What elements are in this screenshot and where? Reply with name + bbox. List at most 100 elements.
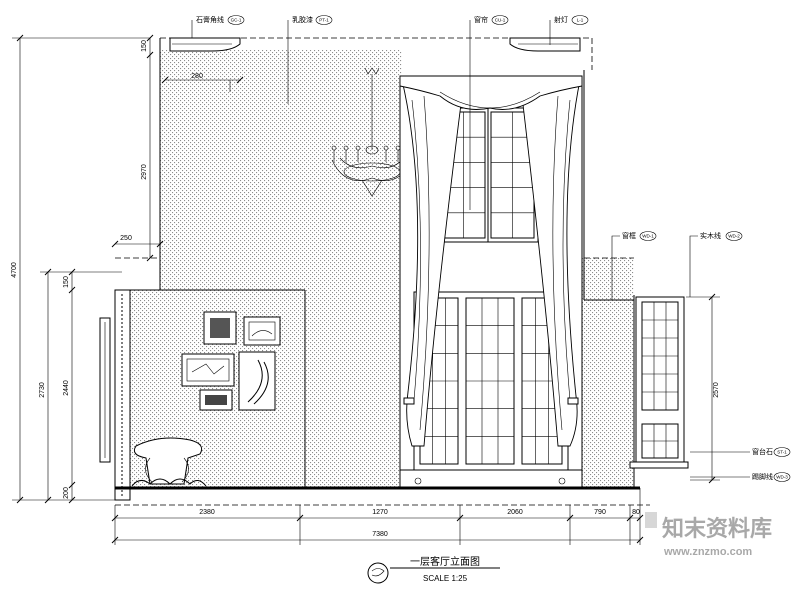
overall-width-tick [636,536,644,544]
callout-skirting-tag: WD-3 [776,475,788,480]
callouts-top: 石膏角线 GC-1 乳胶漆 PT-1 窗帘 CU-1 射灯 L-1 [191,15,589,210]
left-column [99,289,131,501]
curtain-left-panel [401,79,463,447]
upper-wall-paint [160,50,402,290]
bottom-dim-3: 2060 [507,509,523,516]
crown-height-label: 150 [141,40,148,52]
callout-skirting-tag-ring [773,472,791,482]
curtain-left-fold-2 [419,95,430,431]
watermark-url: www.znzmo.com [663,546,752,558]
wainscot-tick [68,481,76,489]
curtain-right-panel [521,79,581,447]
curtain-right-fold-1 [562,99,571,401]
lower-height-label: 2730 [39,382,46,398]
curtain-tieback-left [403,397,415,405]
dimension-labels: 4700 2970 150 280 250 2730 150 2440 200 … [11,40,720,538]
right-window [629,296,689,469]
curtain-valance-swag [439,91,541,109]
bottom-dim-2: 1270 [372,509,388,516]
picture-frame-4-motif-1 [247,359,263,403]
crown-molding-left-profile [169,37,241,52]
picture-frame-2-artwork [248,321,276,341]
callout-leader-wood-trim [689,235,698,297]
window-base-rosette-right [558,477,566,485]
chandelier-candle-flame [331,145,337,151]
callout-wood-trim-label: 实木线 [700,231,721,240]
wall-art-group [181,311,281,411]
picture-frame-4-motif-2 [253,361,269,405]
picture-frame-3-motif [191,363,225,375]
floor [115,486,650,506]
skirting-height-label: 200 [63,487,70,499]
chandelier-hub [365,145,379,155]
callout-curtain-tag-ring [491,15,509,25]
console-table-body [133,437,203,485]
chandelier-candle-flame [383,145,389,151]
lower-height-tick [44,268,52,276]
wall-finish [130,50,634,488]
picture-frame-2 [243,316,281,346]
callout-wood-trim-tag-ring [725,231,743,241]
callout-crown-tag-ring [227,15,245,25]
overall-width-label: 7380 [372,531,388,538]
soffit-tick [156,240,164,248]
callout-sill-stone-label: 窗台石 [752,447,773,456]
callout-paint-tag: PT-1 [319,18,329,23]
callout-window-frame-label: 窗框 [622,231,636,240]
curtains [399,75,583,447]
callouts-right: 窗框 WD-1 实木线 WD-2 窗台石 ST-1 踢脚线 WD-3 [611,231,791,482]
chandelier-drop [361,179,383,197]
picture-frame-5-artwork [205,395,227,405]
console-table [131,437,207,487]
wall-outlines [115,37,635,488]
callout-crown-tag: GC-1 [231,18,242,23]
callout-sill-stone-tag-ring [773,447,791,457]
callout-spotlight-tag: L-1 [577,18,584,23]
window-base-rosette-left [414,477,422,485]
right-window-tick [708,476,716,484]
callout-crown-label: 石膏角线 [196,15,224,24]
upper-wall-tick [146,34,154,42]
picture-frame-1-artwork [210,318,230,338]
chandelier-candle-flame [343,145,349,151]
crown-projection-tick [236,76,244,84]
lower-height-tick [44,496,52,504]
dimension-lines [12,34,720,545]
callout-paint-tag-ring [315,15,333,25]
watermark: 知末资料库 www.znzmo.com [645,512,772,558]
drawing-scale: SCALE 1:25 [423,574,468,583]
soffit-tick [111,240,119,248]
right-window-tick [708,293,716,301]
picture-frame-4 [238,351,276,411]
lower-right-wall [582,258,634,488]
top-band-label: 150 [63,276,70,288]
picture-frame-3 [181,353,235,387]
callout-curtain-tag: CU-1 [495,18,506,23]
callout-curtain-label: 窗帘 [474,15,488,24]
chandelier-canopy [364,67,380,75]
watermark-logo [645,512,657,528]
callout-spotlight-tag-ring [571,15,589,25]
bottom-dim-1: 2380 [199,509,215,516]
wainscot-tick [68,268,76,276]
callout-leader-window-frame [611,235,620,300]
watermark-brand: 知末资料库 [662,516,772,542]
callout-paint-label: 乳胶漆 [292,15,313,24]
curtain-right-fold-2 [552,95,563,431]
chandelier-candle-flame [355,145,361,151]
floor-plant-decor [131,478,207,487]
overall-height-tick [16,496,24,504]
curtain-left-fold-1 [411,99,421,401]
dimension-ticks [16,34,716,545]
chandelier-arms-upper [339,157,405,169]
wainscot-tick [68,496,76,504]
wainscot-height-label: 2440 [63,380,70,396]
drawing-title-block: 一层客厅立面图 SCALE 1:25 [367,555,500,584]
title-symbol [367,562,389,584]
right-window-height-label: 2570 [713,382,720,398]
console-table-leg-left [145,457,153,483]
window-sill-base [399,469,583,489]
title-symbol-mark [371,568,385,577]
overall-height-tick [16,34,24,42]
